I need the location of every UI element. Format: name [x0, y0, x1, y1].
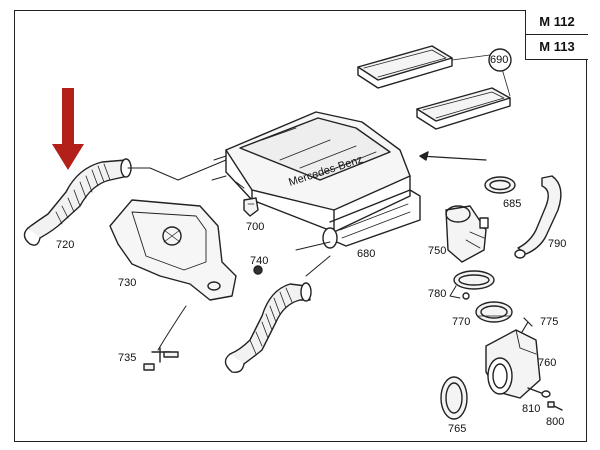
grommet-740[interactable]	[253, 265, 263, 275]
screw-775[interactable]	[521, 317, 533, 333]
hose-790[interactable]	[514, 175, 562, 259]
air-mass-sensor-750[interactable]	[445, 205, 489, 263]
model-label-m112: M 112	[526, 10, 588, 35]
label-765: 765	[448, 423, 466, 435]
ring-770[interactable]	[475, 301, 513, 323]
bracket-730[interactable]	[109, 199, 237, 301]
bolts-735[interactable]	[143, 347, 179, 371]
part-690-circle	[488, 48, 512, 72]
label-810: 810	[522, 403, 540, 415]
label-780: 780	[428, 288, 446, 300]
highlight-arrow-icon	[52, 88, 84, 170]
clip-700[interactable]	[243, 197, 259, 217]
label-770: 770	[452, 316, 470, 328]
label-750: 750	[428, 245, 446, 257]
throttle-housing-760[interactable]	[485, 329, 541, 399]
label-790: 790	[548, 238, 566, 250]
model-label-m113: M 113	[539, 39, 575, 54]
label-735: 735	[118, 352, 136, 364]
label-700: 700	[246, 221, 264, 233]
air-filter-housing[interactable]	[211, 111, 421, 249]
label-730: 730	[118, 277, 136, 289]
intake-hose-720[interactable]	[23, 158, 132, 246]
bolt-810[interactable]	[527, 387, 551, 398]
clamp-780[interactable]	[449, 270, 495, 300]
label-740: 740	[250, 255, 268, 267]
label-760: 760	[538, 357, 556, 369]
air-filter-elements[interactable]	[357, 45, 511, 130]
screw-800[interactable]	[547, 401, 563, 411]
label-800: 800	[546, 416, 564, 428]
label-690: 690	[490, 54, 508, 66]
model-box: M 112 M 113	[525, 10, 588, 60]
intake-hose-lower[interactable]	[224, 282, 312, 374]
label-775: 775	[540, 316, 558, 328]
label-720: 720	[56, 239, 74, 251]
seal-ring-685[interactable]	[484, 176, 516, 194]
label-680: 680	[357, 248, 375, 260]
seal-765[interactable]	[440, 376, 468, 420]
label-685: 685	[503, 198, 521, 210]
